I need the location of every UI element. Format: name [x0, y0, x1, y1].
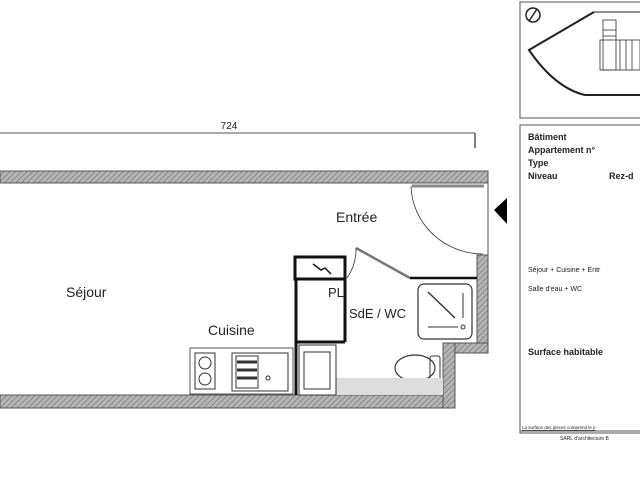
entrance-arrow-icon [494, 198, 507, 224]
room-label-sejour: Séjour [66, 284, 107, 300]
architect-credit: SARL d'architecture B [560, 436, 610, 442]
bathroom-door[interactable] [346, 246, 411, 280]
value-niveau: Rez-d [609, 171, 634, 181]
label-batiment: Bâtiment [528, 132, 567, 142]
cooktop-icon [194, 352, 216, 390]
room-label-sde-wc: SdE / WC [349, 306, 406, 321]
toilet-icon [394, 354, 441, 383]
dimension-label: 724 [221, 121, 238, 132]
partitions [293, 255, 477, 395]
footnote: La surface des pièces comprend le p [522, 425, 596, 430]
room-label-cuisine: Cuisine [208, 322, 255, 338]
label-niveau: Niveau [528, 171, 558, 181]
shower-icon [417, 283, 473, 340]
appliance-icon [298, 344, 337, 396]
entrance-door[interactable] [410, 184, 484, 255]
room-label-placard: PL [328, 285, 344, 300]
north-compass-icon [525, 7, 541, 23]
electrical-panel-icon [312, 263, 332, 275]
bathroom-floor-shade [336, 378, 443, 395]
room-group-1: Séjour + Cuisine + Entr [528, 267, 601, 274]
label-type: Type [528, 158, 548, 168]
title-block [519, 124, 640, 434]
sink-icon [231, 352, 289, 392]
site-plan [519, 1, 640, 119]
walls [0, 170, 489, 409]
label-appartement: Appartement n° [528, 145, 596, 155]
dimension-line [0, 132, 476, 148]
room-label-entree: Entrée [336, 209, 377, 225]
kitchen-counter [189, 347, 294, 395]
label-surface-habitable: Surface habitable [528, 347, 603, 357]
room-group-2: Salle d'eau + WC [528, 286, 582, 293]
